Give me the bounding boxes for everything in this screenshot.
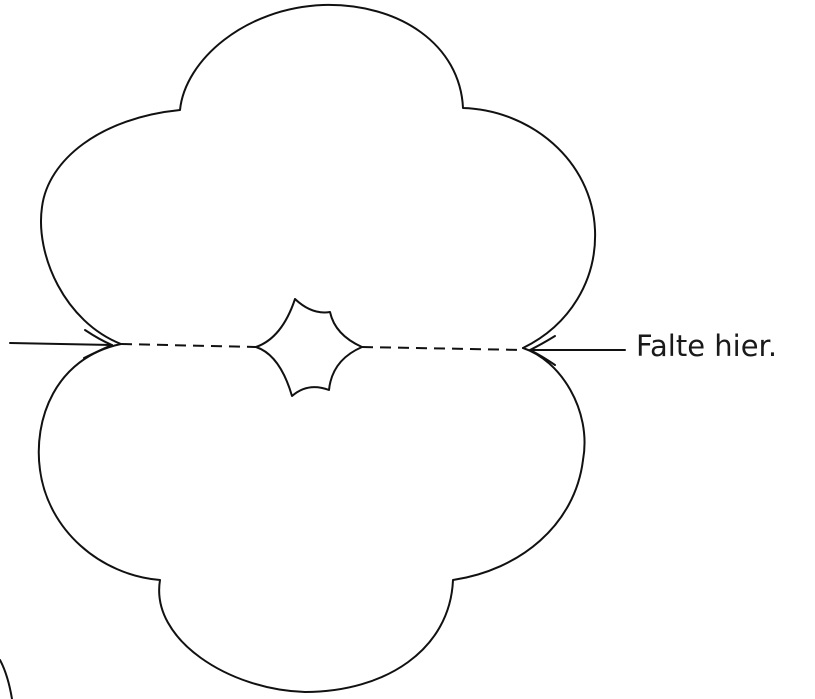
- fold-line-right: [361, 346, 524, 351]
- left-arrow-icon: [9, 329, 113, 359]
- right-arrow-icon: [529, 335, 626, 366]
- center-cutout: [255, 298, 363, 397]
- edge-curve-fragment: [0, 659, 13, 699]
- upper-petals-outline: [40, 3, 597, 349]
- fold-line-left: [120, 343, 257, 348]
- fold-instruction-label: Falte hier.: [636, 329, 778, 363]
- lower-petals-outline: [37, 343, 586, 693]
